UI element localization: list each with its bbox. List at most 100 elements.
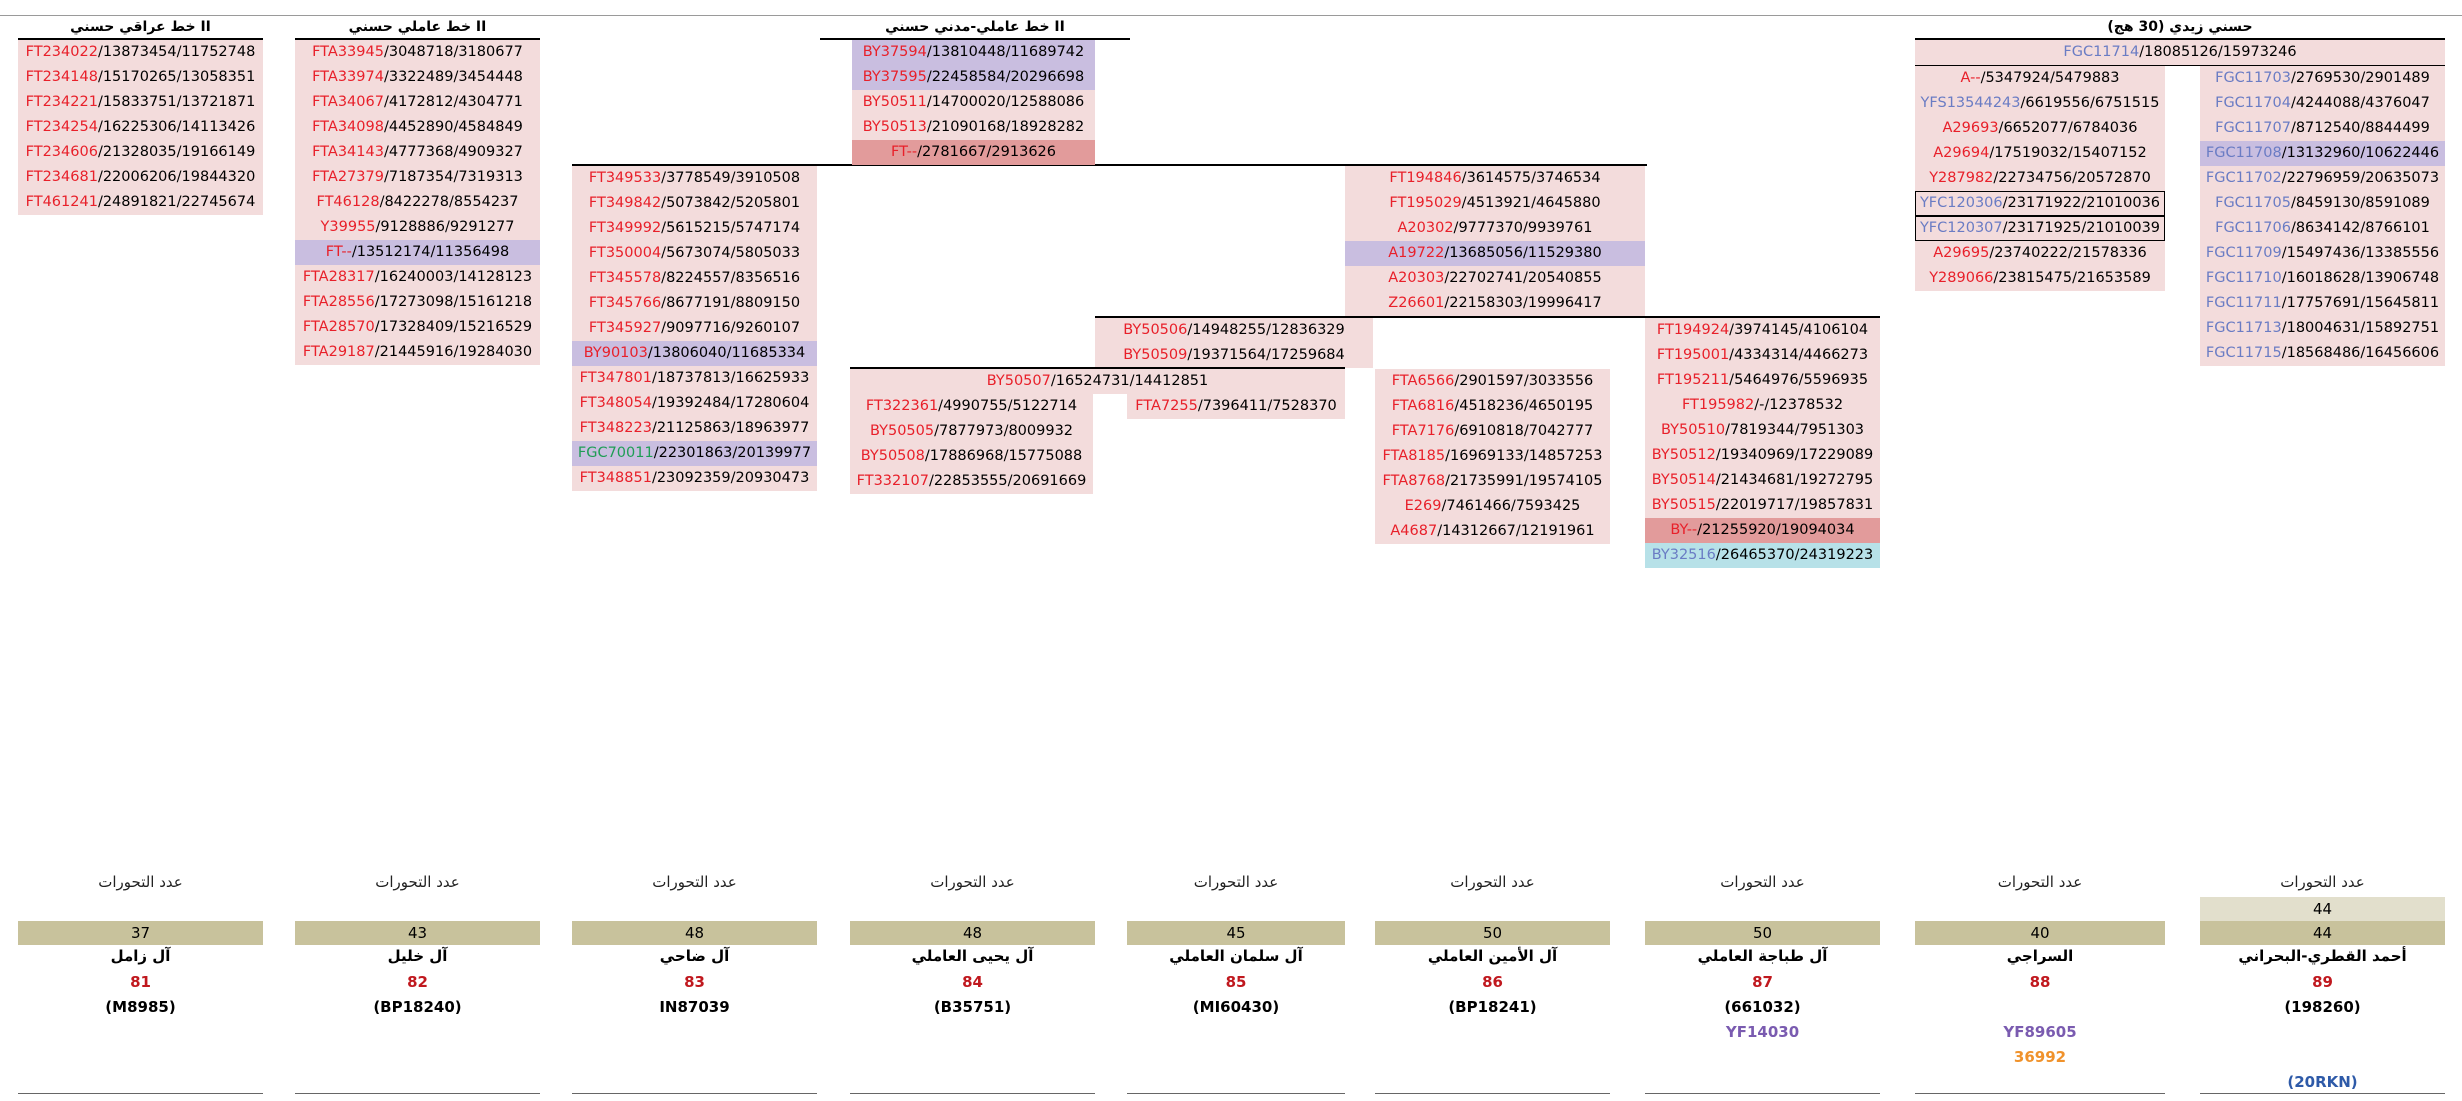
position-b: 15161218 (458, 294, 533, 310)
snp-name: FTA6566 (1391, 373, 1455, 389)
position-b: 11529380 (1527, 245, 1602, 261)
snp-name: A29694 (1933, 145, 1990, 161)
snp-name: FTA27379 (312, 169, 384, 185)
position-b: 19166149 (181, 144, 256, 160)
position-a: 13810448 (931, 44, 1006, 60)
snp-name: A-- (1960, 70, 1981, 86)
snp-name: FT234148 (25, 69, 98, 85)
position-b: 20296698 (1010, 69, 1085, 85)
mutation-count-label: عدد التحورات (2280, 873, 2365, 891)
snp-name: FTA7176 (1391, 423, 1455, 439)
snp-name: FT349992 (588, 220, 662, 236)
snp-cell: BY32516/26465370/24319223 (1645, 543, 1880, 568)
position-b: 4650195 (1528, 398, 1594, 414)
position-a: 13806040 (652, 345, 727, 361)
snp-cell: A20302/9777370/9939761 (1345, 216, 1645, 241)
position-a: 16225306 (102, 119, 177, 135)
snp-name: BY50514 (1651, 472, 1716, 488)
mutation-count: 45 (1127, 921, 1345, 945)
family-name: آل خليل (387, 947, 448, 965)
branch-line (572, 164, 1647, 166)
snp-cell: FTA33974/3322489/3454448 (295, 65, 540, 90)
snp-cell: FT195001/4334314/4466273 (1645, 343, 1880, 368)
mutation-count-label: عدد التحورات (1193, 873, 1279, 891)
family-number: 81 (130, 973, 151, 991)
position-a: 8224557 (666, 270, 731, 286)
position-b: 17280604 (735, 395, 810, 411)
position-a: 21445916 (379, 344, 454, 360)
position-b: 6784036 (2072, 120, 2138, 136)
snp-name: FTA34067 (312, 94, 384, 110)
snp-name: FT349842 (588, 195, 662, 211)
position-a: 9128886 (380, 219, 445, 235)
position-b: 14857253 (1528, 448, 1603, 464)
bottom-rule (18, 1093, 263, 1094)
position-b: 4909327 (458, 144, 523, 160)
position-b: 22745674 (181, 194, 256, 210)
mutation-count: 48 (572, 921, 817, 945)
mutation-count-label: عدد التحورات (930, 873, 1015, 891)
bottom-rule (1915, 1093, 2165, 1094)
position-b: 19996417 (1527, 295, 1602, 311)
mutation-count: 50 (1645, 921, 1880, 945)
snp-name: FT345578 (588, 270, 662, 286)
snp-cell: BY50515/22019717/19857831 (1645, 493, 1880, 518)
position-b: 15892751 (2365, 320, 2440, 336)
snp-name: FGC11709 (2205, 245, 2282, 261)
snp-name: FGC11708 (2205, 145, 2282, 161)
snp-cell: BY37594/13810448/11689742 (852, 40, 1095, 65)
snp-cell: BY50508/17886968/15775088 (850, 444, 1093, 469)
position-a: 8677191 (666, 295, 731, 311)
position-a: 3778549 (666, 170, 731, 186)
position-a: 5347924 (1985, 70, 2051, 86)
position-a: 24891821 (102, 194, 177, 210)
position-b: 8591089 (2365, 195, 2430, 211)
position-a: 13132960 (2286, 145, 2361, 161)
position-a: 9097716 (666, 320, 731, 336)
snp-cell: FTA34067/4172812/4304771 (295, 90, 540, 115)
snp-name: A29693 (1942, 120, 1999, 136)
position-b: 17259684 (1270, 347, 1345, 363)
bottom-rule (1645, 1093, 1880, 1094)
snp-cell: BY50512/19340969/17229089 (1645, 443, 1880, 468)
family-number: 86 (1482, 973, 1503, 991)
snp-cell: FT461241/24891821/22745674 (18, 190, 263, 215)
snp-cell: BY50506/14948255/12836329 (1095, 318, 1373, 343)
position-b: 21010039 (2086, 220, 2161, 236)
mutation-count-label: عدد التحورات (1720, 873, 1805, 891)
position-a: 14312667 (1442, 523, 1516, 539)
position-a: 5615215 (666, 220, 731, 236)
position-b: 4106104 (1803, 322, 1869, 338)
family-code: (BP18241) (1448, 998, 1537, 1016)
position-b: 13721871 (181, 94, 256, 110)
snp-name: FGC70011 (577, 445, 654, 461)
position-b: 20635073 (2365, 170, 2440, 186)
snp-cell: FTA7176/6910818/7042777 (1375, 419, 1610, 444)
position-b: 16456606 (2365, 345, 2440, 361)
position-b: 5596935 (1803, 372, 1869, 388)
snp-name: FT195001 (1656, 347, 1730, 363)
snp-name: FTA28556 (302, 294, 375, 310)
position-a: 4452890 (388, 119, 454, 135)
snp-cell: A19722/13685056/11529380 (1345, 241, 1645, 266)
snp-name: FGC11703 (2215, 70, 2291, 86)
snp-cell: YFC120307/23171925/21010039 (1915, 216, 2165, 241)
position-a: 9777370 (1458, 220, 1524, 236)
snp-cell: FTA27379/7187354/7319313 (295, 165, 540, 190)
snp-cell: A29694/17519032/15407152 (1915, 141, 2165, 166)
snp-name: YFS13544243 (1920, 95, 2021, 111)
position-b: 5122714 (1012, 398, 1078, 414)
position-a: 4172812 (388, 94, 454, 110)
position-a: 5673074 (666, 245, 731, 261)
position-a: 21434681 (1720, 472, 1795, 488)
snp-cell: FT194924/3974145/4106104 (1645, 318, 1880, 343)
position-b: 12836329 (1270, 322, 1345, 338)
position-a: 2769530 (2295, 70, 2361, 86)
position-a: 23092359 (656, 470, 731, 486)
position-a: 13512174 (356, 244, 431, 260)
position-a: 21090168 (931, 119, 1006, 135)
snp-cell: BY50514/21434681/19272795 (1645, 468, 1880, 493)
position-a: 18568486 (2286, 345, 2361, 361)
